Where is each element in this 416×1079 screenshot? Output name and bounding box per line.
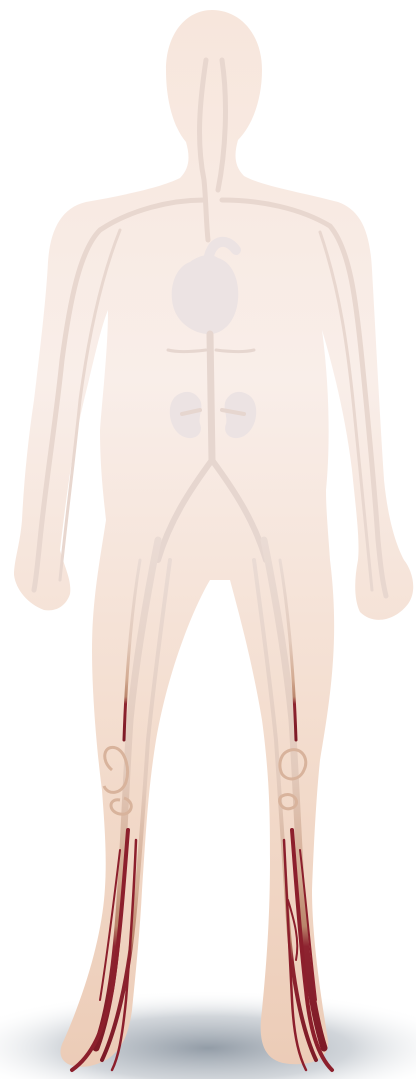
body-silhouette: [14, 10, 413, 1067]
floor-shadow: [0, 990, 416, 1079]
